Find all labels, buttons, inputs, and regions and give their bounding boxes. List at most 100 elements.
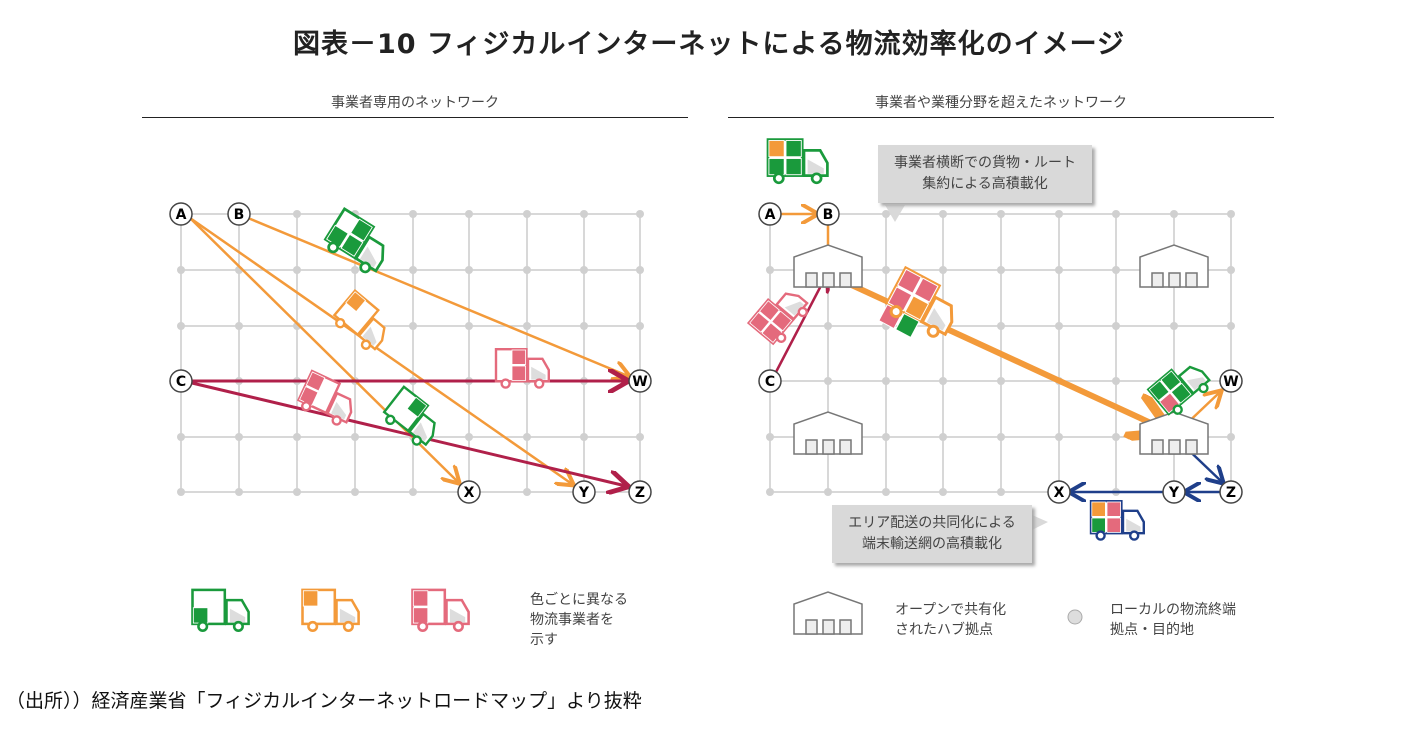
grid-point: [293, 266, 301, 274]
hub-door: [1185, 272, 1198, 288]
node-left-c: [169, 369, 193, 393]
legend-hub-icon: [793, 591, 863, 635]
truck-wheel: [452, 620, 464, 632]
grid-point: [1112, 210, 1120, 218]
cargo-cell: [785, 140, 802, 158]
legend-line: 示す: [530, 632, 558, 648]
grid-point: [1055, 322, 1063, 330]
grid-point: [1227, 433, 1235, 441]
cargo-cell: [406, 396, 428, 418]
hub-door: [805, 439, 818, 455]
legend-node-icon: [1067, 609, 1083, 625]
truck-wheel: [417, 620, 429, 632]
hub-icon: [793, 244, 863, 288]
grid-point: [997, 433, 1005, 441]
node-left-b: [227, 202, 251, 226]
cargo-cell: [1148, 380, 1170, 402]
truck-shade: [412, 422, 428, 442]
grid-point: [1055, 433, 1063, 441]
grid-point: [293, 488, 301, 496]
grid-point: [997, 322, 1005, 330]
cargo-cell: [913, 277, 939, 303]
truck-wheel: [775, 332, 787, 343]
grid-point: [580, 210, 588, 218]
grid-point: [177, 433, 185, 441]
grid-point: [1227, 266, 1235, 274]
truck-icon: [766, 138, 829, 185]
cargo-cell: [302, 590, 319, 607]
truck-wheel: [810, 172, 823, 185]
grid-point: [939, 210, 947, 218]
cargo-cell: [511, 365, 527, 381]
grid-point: [636, 322, 644, 330]
legend-line: オープンで共有化: [895, 602, 1007, 618]
cargo-cell: [785, 158, 802, 176]
truck-shade: [784, 301, 804, 316]
cargo-cell: [305, 371, 326, 392]
grid-point: [1055, 266, 1063, 274]
grid-point: [523, 433, 531, 441]
grid-point: [636, 266, 644, 274]
node-right-a: [758, 202, 782, 226]
cargo-cell: [1091, 517, 1106, 533]
hub-door: [1168, 272, 1181, 288]
truck-wheel: [360, 339, 372, 350]
grid-point: [882, 488, 890, 496]
cargo-cell: [758, 300, 780, 322]
grid-point: [997, 210, 1005, 218]
link-b-w: [247, 216, 628, 376]
link-a-y: [189, 216, 572, 484]
cargo-cell: [340, 233, 364, 257]
cargo-cell: [749, 311, 771, 333]
grid-point: [1170, 210, 1178, 218]
grid-point: [1227, 322, 1235, 330]
node-right-y: [1162, 480, 1186, 504]
truck-icon: [746, 292, 809, 346]
truck-wheel: [411, 435, 422, 446]
node-label: W: [632, 374, 647, 390]
grid-point: [882, 433, 890, 441]
node-label: X: [1054, 485, 1065, 501]
grid-point: [766, 488, 774, 496]
truck-wheel: [335, 317, 346, 329]
node-label: B: [234, 207, 245, 223]
truck-wheel: [500, 378, 511, 389]
callout-line: エリア配送の共同化による: [848, 515, 1016, 531]
grid-point: [1055, 210, 1063, 218]
node-right-b: [816, 202, 840, 226]
node-label: Y: [578, 485, 590, 501]
legend-line: ローカルの物流終端: [1110, 602, 1236, 618]
truck-shade: [229, 608, 246, 623]
node-right-c: [758, 369, 782, 393]
grid-point: [882, 210, 890, 218]
node-label: A: [176, 207, 187, 223]
grid-point: [1112, 433, 1120, 441]
node-label: W: [1223, 374, 1238, 390]
grid-point: [523, 488, 531, 496]
node-left-z: [628, 480, 652, 504]
legend-truck-orange: [301, 588, 360, 632]
truck-shade: [807, 159, 824, 174]
truck-wheel: [1172, 404, 1183, 415]
grid-point: [409, 266, 417, 274]
truck-shade: [449, 608, 466, 623]
grid-point: [1227, 210, 1235, 218]
hub-door: [1151, 439, 1164, 455]
legend-hub-text: オープンで共有化 されたハブ拠点: [895, 600, 1006, 640]
hub-door: [1168, 439, 1181, 455]
cargo-cell: [412, 590, 429, 607]
node-label: B: [823, 207, 834, 223]
truck-icon: [323, 206, 385, 274]
truck-wheel: [301, 401, 312, 412]
grid-point: [409, 210, 417, 218]
hub-door: [822, 272, 835, 288]
truck-wheel: [327, 241, 340, 254]
truck-wheel: [534, 378, 545, 389]
grid-point: [409, 488, 417, 496]
truck-icon: [1089, 499, 1146, 541]
legend-line: されたハブ拠点: [895, 622, 993, 638]
truck-wheel: [342, 620, 354, 632]
hub-icon: [793, 411, 863, 455]
legend-trucks-text: 色ごとに異なる 物流事業者を 示す: [530, 590, 628, 650]
grid-point: [939, 377, 947, 385]
